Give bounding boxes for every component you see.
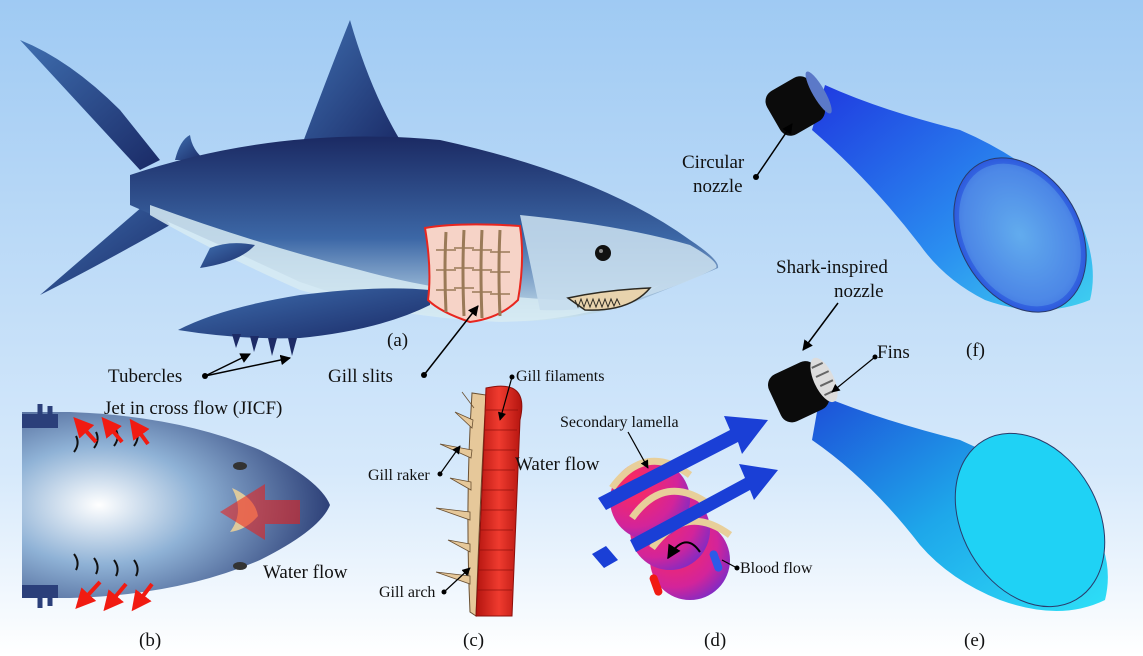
shark-nozzle-label-2: nozzle xyxy=(834,281,884,302)
gill-filaments-label: Gill filaments xyxy=(516,368,604,385)
circular-nozzle-label-2: nozzle xyxy=(693,176,743,197)
water-flow-d-label: Water flow xyxy=(515,454,600,475)
shark-nozzle-label-1: Shark-inspired xyxy=(776,257,888,278)
panel-a-label: (a) xyxy=(387,330,408,351)
secondary-lamella-label: Secondary lamella xyxy=(560,414,679,431)
gill-patch xyxy=(425,224,522,322)
gill-arch-label: Gill arch xyxy=(379,584,435,601)
panel-d-label: (d) xyxy=(704,630,726,651)
panel-c-label: (c) xyxy=(463,630,484,651)
tubercles-label: Tubercles xyxy=(108,366,182,387)
blood-flow-label: Blood flow xyxy=(740,560,813,577)
panel-f-label: (f) xyxy=(966,340,985,361)
panel-b-label: (b) xyxy=(139,630,161,651)
gill-raker-label: Gill raker xyxy=(368,467,430,484)
circular-nozzle-label-1: Circular xyxy=(682,152,745,173)
fins-label: Fins xyxy=(877,342,910,363)
shark-eye xyxy=(595,245,611,261)
panel-e-label: (e) xyxy=(964,630,985,651)
gill-slits-label: Gill slits xyxy=(328,366,393,387)
jicf-label: Jet in cross flow (JICF) xyxy=(104,398,282,419)
water-flow-b-label: Water flow xyxy=(263,562,348,583)
